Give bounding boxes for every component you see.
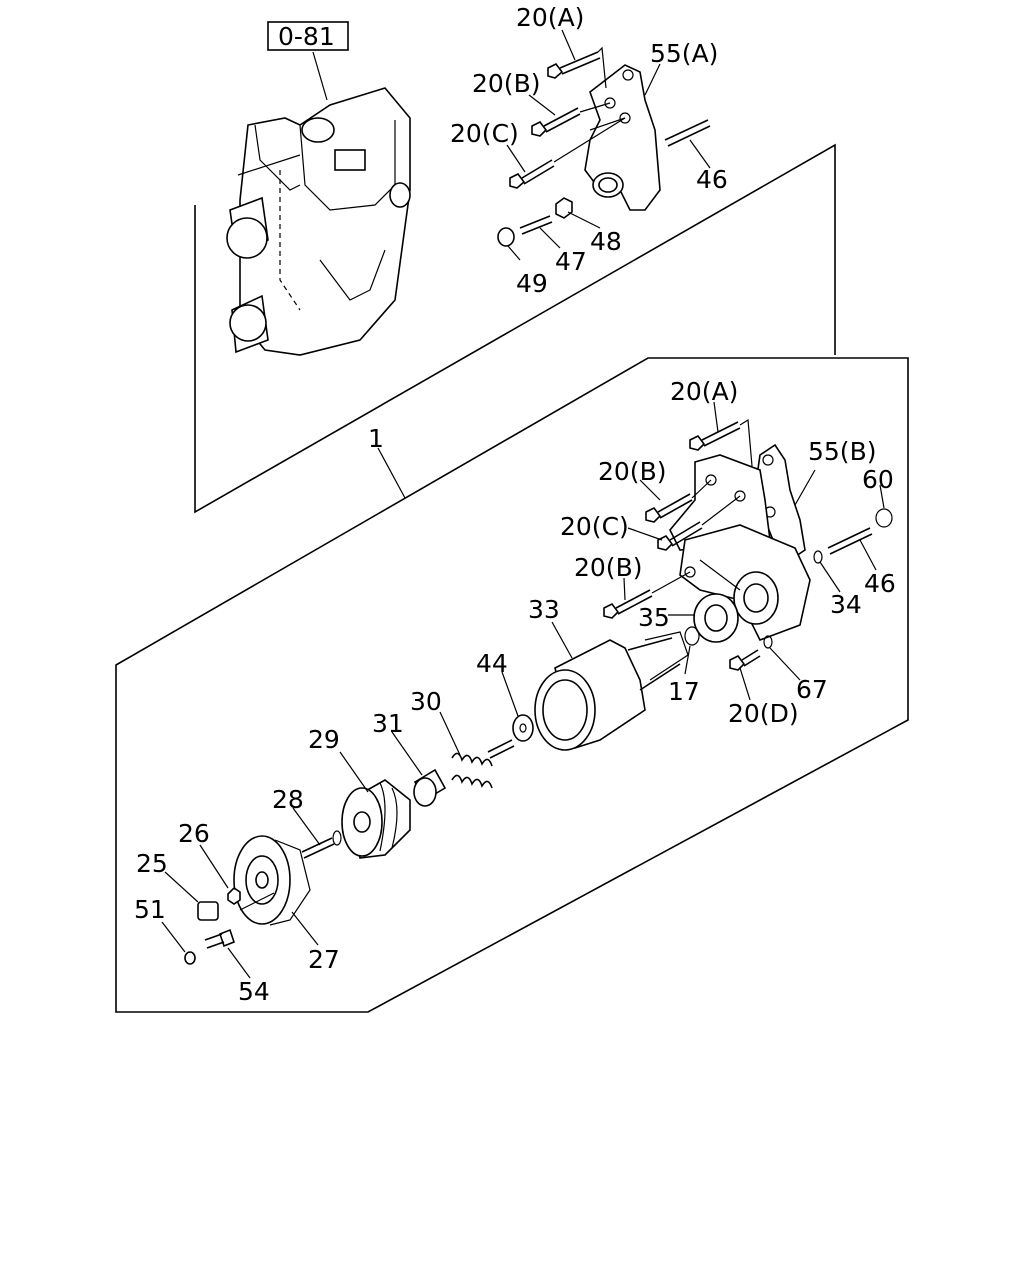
callout-labels: 20(A) 20(B) 20(C) 55(A) 46 48 47 49 1 20…	[134, 3, 896, 1006]
ring-34	[813, 550, 823, 564]
pulley-33	[534, 631, 689, 751]
washer-44	[512, 714, 534, 742]
label-34: 34	[830, 590, 862, 619]
label-55a: 55(A)	[650, 39, 718, 68]
bolt-20b-upper	[531, 107, 581, 137]
spring-30	[451, 739, 515, 789]
label-20b-upper: 20(B)	[472, 69, 540, 98]
label-60: 60	[862, 465, 894, 494]
bolt-20b-lower1	[645, 493, 693, 523]
bolt-20a-upper	[547, 51, 601, 79]
ring-60	[875, 508, 893, 528]
bolt-54	[204, 928, 235, 949]
label-26: 26	[178, 819, 210, 848]
label-31: 31	[372, 709, 404, 738]
nut-35	[693, 593, 739, 643]
hub-27	[233, 835, 311, 926]
label-20b-lower1: 20(B)	[598, 457, 666, 486]
washer-67	[763, 635, 773, 649]
tensioner-housing	[669, 454, 811, 642]
label-30: 30	[410, 687, 442, 716]
bolt-20c-upper	[509, 159, 555, 189]
label-46-lower: 46	[864, 569, 896, 598]
spacer-31	[413, 768, 447, 807]
label-17: 17	[668, 677, 700, 706]
pulley-29	[341, 779, 411, 859]
leader-lines	[161, 29, 885, 979]
label-35: 35	[638, 603, 670, 632]
bolt-28	[301, 830, 342, 859]
cap-49	[497, 227, 515, 247]
bracket-55a	[584, 64, 661, 211]
pin-46-upper	[664, 119, 711, 147]
label-54: 54	[238, 977, 270, 1006]
stud-47	[519, 215, 553, 235]
label-1: 1	[368, 424, 384, 453]
label-20a-upper: 20(A)	[516, 3, 584, 32]
bolt-20d	[729, 649, 761, 671]
reference-box-label: 0-81	[278, 22, 335, 51]
nut-48	[555, 197, 573, 219]
label-20c-upper: 20(C)	[450, 119, 519, 148]
upper-assembly-outline	[194, 143, 836, 514]
injection-pump-illustration	[226, 87, 411, 356]
label-27: 27	[308, 945, 340, 974]
cap-25	[197, 901, 219, 921]
label-20b-lower2: 20(B)	[574, 553, 642, 582]
label-47: 47	[555, 247, 587, 276]
bolt-20a-lower	[689, 421, 741, 451]
label-25: 25	[136, 849, 168, 878]
label-55b: 55(B)	[808, 437, 876, 466]
label-20d: 20(D)	[728, 699, 799, 728]
nut-26	[227, 886, 241, 905]
label-51: 51	[134, 895, 166, 924]
label-48: 48	[590, 227, 622, 256]
label-29: 29	[308, 725, 340, 754]
label-67: 67	[796, 675, 828, 704]
label-20a-lower: 20(A)	[670, 377, 738, 406]
reference-box	[267, 21, 349, 51]
label-20c-lower: 20(C)	[560, 512, 629, 541]
bolt-20b-lower2	[603, 589, 653, 619]
plug-51	[184, 951, 196, 965]
label-28: 28	[272, 785, 304, 814]
lower-assembly-outline	[115, 357, 909, 1013]
o-ring-17	[684, 626, 700, 646]
pin-46-lower	[827, 527, 873, 555]
label-49: 49	[516, 269, 548, 298]
label-46-upper: 46	[696, 165, 728, 194]
label-33: 33	[528, 595, 560, 624]
label-44: 44	[476, 649, 508, 678]
